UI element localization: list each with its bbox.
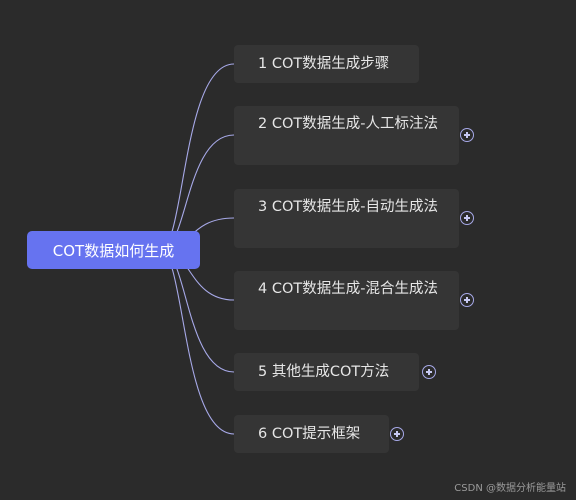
expand-plus-icon[interactable] <box>390 427 404 441</box>
expand-plus-icon[interactable] <box>460 211 474 225</box>
branch-node-4[interactable]: 4 COT数据生成-混合生成法 <box>234 271 459 330</box>
branch-node-label: 2 COT数据生成-人工标注法 <box>258 116 438 132</box>
branch-node-label: 4 COT数据生成-混合生成法 <box>258 281 438 297</box>
branch-node-1[interactable]: 1 COT数据生成步骤 <box>234 45 419 83</box>
root-node[interactable]: COT数据如何生成 <box>27 231 200 269</box>
connector-6 <box>159 249 235 435</box>
expand-plus-icon[interactable] <box>422 365 436 379</box>
branch-node-label: 3 COT数据生成-自动生成法 <box>258 199 438 215</box>
expand-plus-icon[interactable] <box>460 128 474 142</box>
branch-node-6[interactable]: 6 COT提示框架 <box>234 415 389 453</box>
branch-node-label: 5 其他生成COT方法 <box>258 364 390 380</box>
branch-node-3[interactable]: 3 COT数据生成-自动生成法 <box>234 189 459 248</box>
watermark: CSDN @数据分析能量站 <box>454 483 566 494</box>
branch-node-5[interactable]: 5 其他生成COT方法 <box>234 353 419 391</box>
branch-node-2[interactable]: 2 COT数据生成-人工标注法 <box>234 106 459 165</box>
connector-1 <box>159 63 235 251</box>
branch-node-label: 6 COT提示框架 <box>258 426 361 442</box>
branch-node-label: 1 COT数据生成步骤 <box>258 56 390 72</box>
root-node-label: COT数据如何生成 <box>52 241 175 260</box>
expand-plus-icon[interactable] <box>460 293 474 307</box>
